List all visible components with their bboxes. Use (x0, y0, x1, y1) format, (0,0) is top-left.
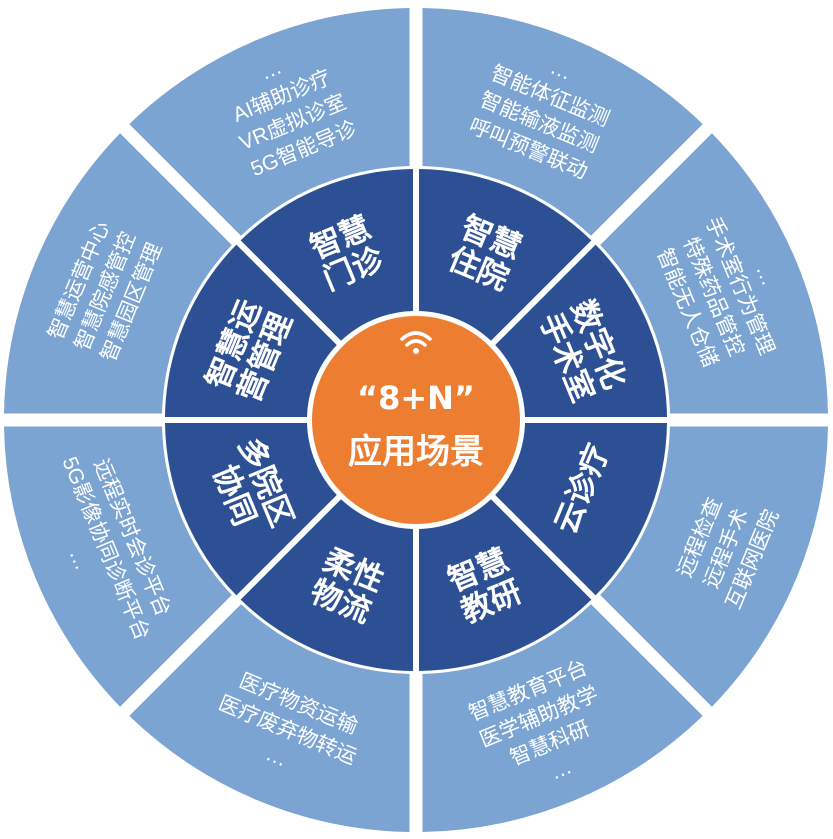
center-title: “8+N” (357, 379, 475, 417)
inner-segment-multi-campus (165, 423, 337, 596)
inner-segment-outpatient (240, 169, 413, 341)
inner-segment-inpatient (419, 169, 592, 341)
outer-segment-digital-or (600, 133, 828, 414)
outer-segment-inpatient (422, 8, 703, 236)
outer-segment-operations-mgmt (4, 133, 232, 414)
wifi-icon (400, 331, 432, 354)
outer-segment-multi-campus (4, 426, 232, 707)
outer-segment-flexible-logistics (129, 604, 410, 832)
outer-segment-outpatient (129, 8, 410, 236)
center-subtitle: 应用场景 (348, 432, 484, 472)
center-hub (312, 316, 520, 524)
inner-segment-teaching-research (419, 499, 592, 671)
inner-segment-digital-or (495, 244, 667, 417)
inner-segment-operations-mgmt (165, 244, 337, 417)
outer-segment-cloud-care (600, 426, 828, 707)
outer-segment-teaching-research (422, 604, 703, 832)
inner-segment-cloud-care (495, 423, 667, 596)
inner-segment-flexible-logistics (240, 499, 413, 671)
